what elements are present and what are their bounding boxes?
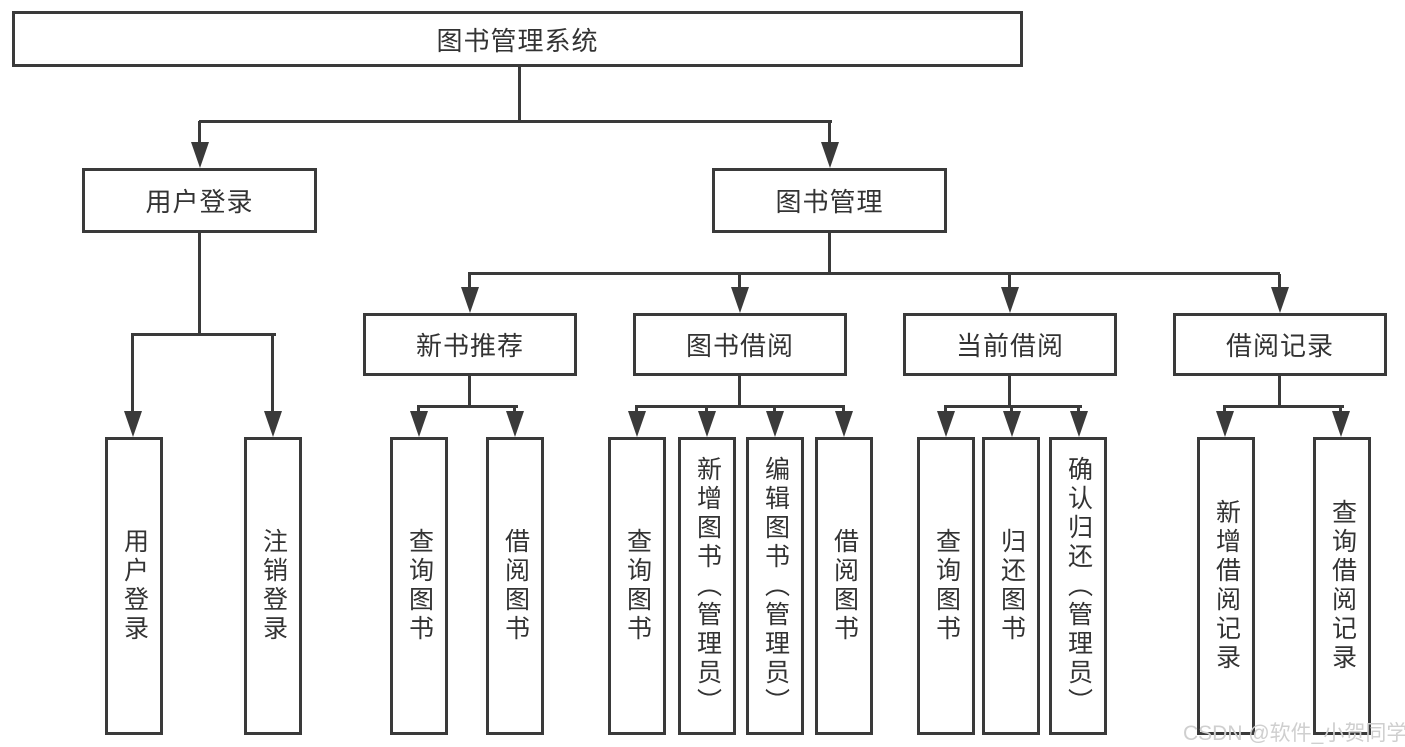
arrowhead-down-icon [264, 411, 282, 437]
arrowhead-down-icon [191, 142, 209, 168]
leaf-label: 新增借阅记录 [1212, 499, 1241, 673]
connector-line [1223, 405, 1344, 408]
leaf-label: 归还图书 [997, 528, 1026, 644]
leaf-query-books-recommend: 查询图书 [390, 437, 448, 735]
leaf-add-borrow-record: 新增借阅记录 [1197, 437, 1255, 735]
leaf-add-book-admin: 新增图书（管理员） [678, 437, 736, 735]
arrowhead-down-icon [124, 411, 142, 437]
connector-line [271, 334, 274, 412]
connector-line [828, 233, 831, 275]
connector-line [828, 121, 831, 145]
connector-line [198, 121, 201, 145]
leaf-label: 查询图书 [932, 528, 961, 644]
connector-line [635, 405, 845, 408]
leaf-confirm-return-admin: 确认归还（管理员） [1049, 437, 1107, 735]
arrowhead-down-icon [835, 411, 853, 437]
node-book-borrowing: 图书借阅 [633, 313, 847, 376]
connector-line [518, 67, 521, 122]
connector-line [1223, 407, 1226, 413]
connector-line [944, 407, 947, 413]
node-new-book-recommend: 新书推荐 [363, 313, 577, 376]
connector-line [131, 334, 134, 412]
connector-line [738, 274, 741, 288]
node-book-management: 图书管理 [712, 168, 947, 233]
connector-line [1008, 376, 1011, 407]
arrowhead-down-icon [1070, 411, 1088, 437]
connector-line [1278, 274, 1281, 288]
arrowhead-down-icon [698, 411, 716, 437]
node-borrowing-records: 借阅记录 [1173, 313, 1387, 376]
csdn-watermark: CSDN @软件_小贺同学 [1183, 722, 1405, 745]
connector-line [944, 405, 1082, 408]
arrowhead-down-icon [1001, 287, 1019, 313]
leaf-logout: 注销登录 [244, 437, 302, 735]
connector-line [468, 274, 471, 288]
connector-line [513, 407, 516, 413]
connector-line [1339, 407, 1342, 413]
arrowhead-down-icon [410, 411, 428, 437]
arrowhead-down-icon [821, 142, 839, 168]
connector-line [199, 120, 832, 123]
leaf-label: 借阅图书 [830, 528, 859, 644]
leaf-query-borrow-record: 查询借阅记录 [1313, 437, 1371, 735]
connector-line [1278, 376, 1281, 407]
leaf-edit-book-admin: 编辑图书（管理员） [746, 437, 804, 735]
connector-line [773, 407, 776, 413]
leaf-label: 确认归还（管理员） [1064, 455, 1093, 717]
connector-line [1008, 274, 1011, 288]
connector-line [738, 376, 741, 407]
leaf-query-books-current: 查询图书 [917, 437, 975, 735]
arrowhead-down-icon [628, 411, 646, 437]
leaf-label: 查询图书 [405, 528, 434, 644]
arrowhead-down-icon [1271, 287, 1289, 313]
connector-line [417, 405, 518, 408]
arrowhead-down-icon [461, 287, 479, 313]
connector-line [468, 376, 471, 407]
leaf-user-login: 用户登录 [105, 437, 163, 735]
connector-line [131, 333, 276, 336]
leaf-borrow-books-borrowing: 借阅图书 [815, 437, 873, 735]
leaf-label: 用户登录 [120, 528, 149, 644]
connector-line [198, 233, 201, 335]
leaf-label: 新增图书（管理员） [693, 455, 722, 717]
arrowhead-down-icon [731, 287, 749, 313]
leaf-borrow-books-recommend: 借阅图书 [486, 437, 544, 735]
leaf-label: 查询图书 [623, 528, 652, 644]
leaf-query-books-borrowing: 查询图书 [608, 437, 666, 735]
arrowhead-down-icon [1003, 411, 1021, 437]
node-library-management-system: 图书管理系统 [12, 11, 1023, 67]
arrowhead-down-icon [506, 411, 524, 437]
connector-line [705, 407, 708, 413]
leaf-label: 注销登录 [259, 528, 288, 644]
connector-line [635, 407, 638, 413]
leaf-label: 查询借阅记录 [1328, 499, 1357, 673]
leaf-label: 编辑图书（管理员） [761, 455, 790, 717]
connector-line [1077, 407, 1080, 413]
arrowhead-down-icon [766, 411, 784, 437]
arrowhead-down-icon [1332, 411, 1350, 437]
connector-line [468, 272, 1280, 275]
leaf-label: 借阅图书 [501, 528, 530, 644]
arrowhead-down-icon [937, 411, 955, 437]
connector-line [1010, 407, 1013, 413]
connector-line [842, 407, 845, 413]
arrowhead-down-icon [1216, 411, 1234, 437]
connector-line [417, 407, 420, 413]
leaf-return-books: 归还图书 [982, 437, 1040, 735]
node-current-borrowing: 当前借阅 [903, 313, 1117, 376]
node-user-login: 用户登录 [82, 168, 317, 233]
